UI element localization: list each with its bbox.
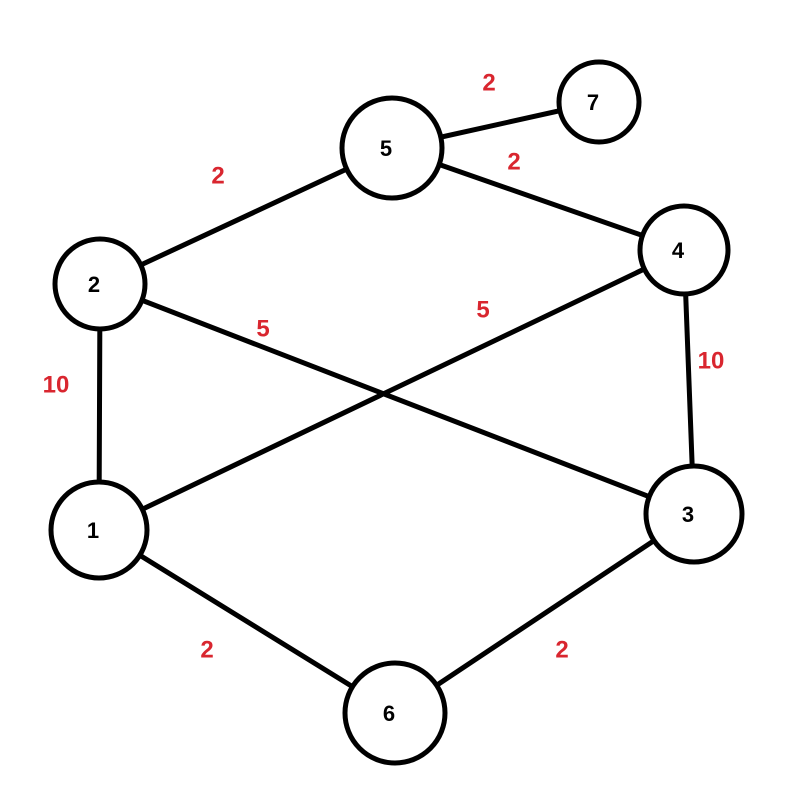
node-3: 3 — [643, 463, 745, 565]
edge-1-4 — [96, 247, 687, 533]
edge-weight-1-6: 2 — [200, 636, 213, 663]
node-6: 6 — [342, 660, 448, 766]
edge-weight-5-4: 2 — [507, 148, 520, 175]
node-circle-3 — [643, 463, 745, 565]
node-1: 1 — [48, 479, 150, 581]
node-circle-4 — [637, 203, 731, 297]
nodes-layer: 1 2 3 4 5 6 7 — [48, 59, 745, 766]
node-label-3: 3 — [682, 502, 694, 527]
edge-1-6 — [96, 527, 398, 716]
node-circle-7 — [556, 59, 642, 145]
weights-layer: 2 2 2 10 5 5 10 2 2 — [43, 69, 725, 663]
edge-6-3 — [392, 511, 697, 716]
node-label-6: 6 — [383, 701, 395, 726]
edge-weight-6-3: 2 — [555, 636, 568, 663]
node-label-2: 2 — [88, 272, 100, 297]
edge-weight-2-1: 10 — [43, 371, 70, 398]
node-4: 4 — [637, 203, 731, 297]
edge-weight-1-4: 5 — [476, 296, 489, 323]
edge-weight-2-3: 5 — [256, 315, 269, 342]
edge-weight-2-5: 2 — [211, 162, 224, 189]
node-circle-2 — [52, 236, 148, 332]
edge-2-5 — [97, 145, 395, 287]
edge-2-3 — [97, 281, 697, 517]
node-label-5: 5 — [380, 136, 392, 161]
node-label-7: 7 — [587, 90, 599, 115]
node-label-4: 4 — [672, 238, 685, 263]
node-5: 5 — [339, 95, 445, 201]
node-circle-6 — [342, 660, 448, 766]
edge-weight-5-7: 2 — [482, 69, 495, 96]
edge-weight-4-3: 10 — [698, 347, 725, 374]
node-circle-1 — [48, 479, 150, 581]
node-label-1: 1 — [87, 518, 99, 543]
node-circle-5 — [339, 95, 445, 201]
node-2: 2 — [52, 236, 148, 332]
node-7: 7 — [556, 59, 642, 145]
